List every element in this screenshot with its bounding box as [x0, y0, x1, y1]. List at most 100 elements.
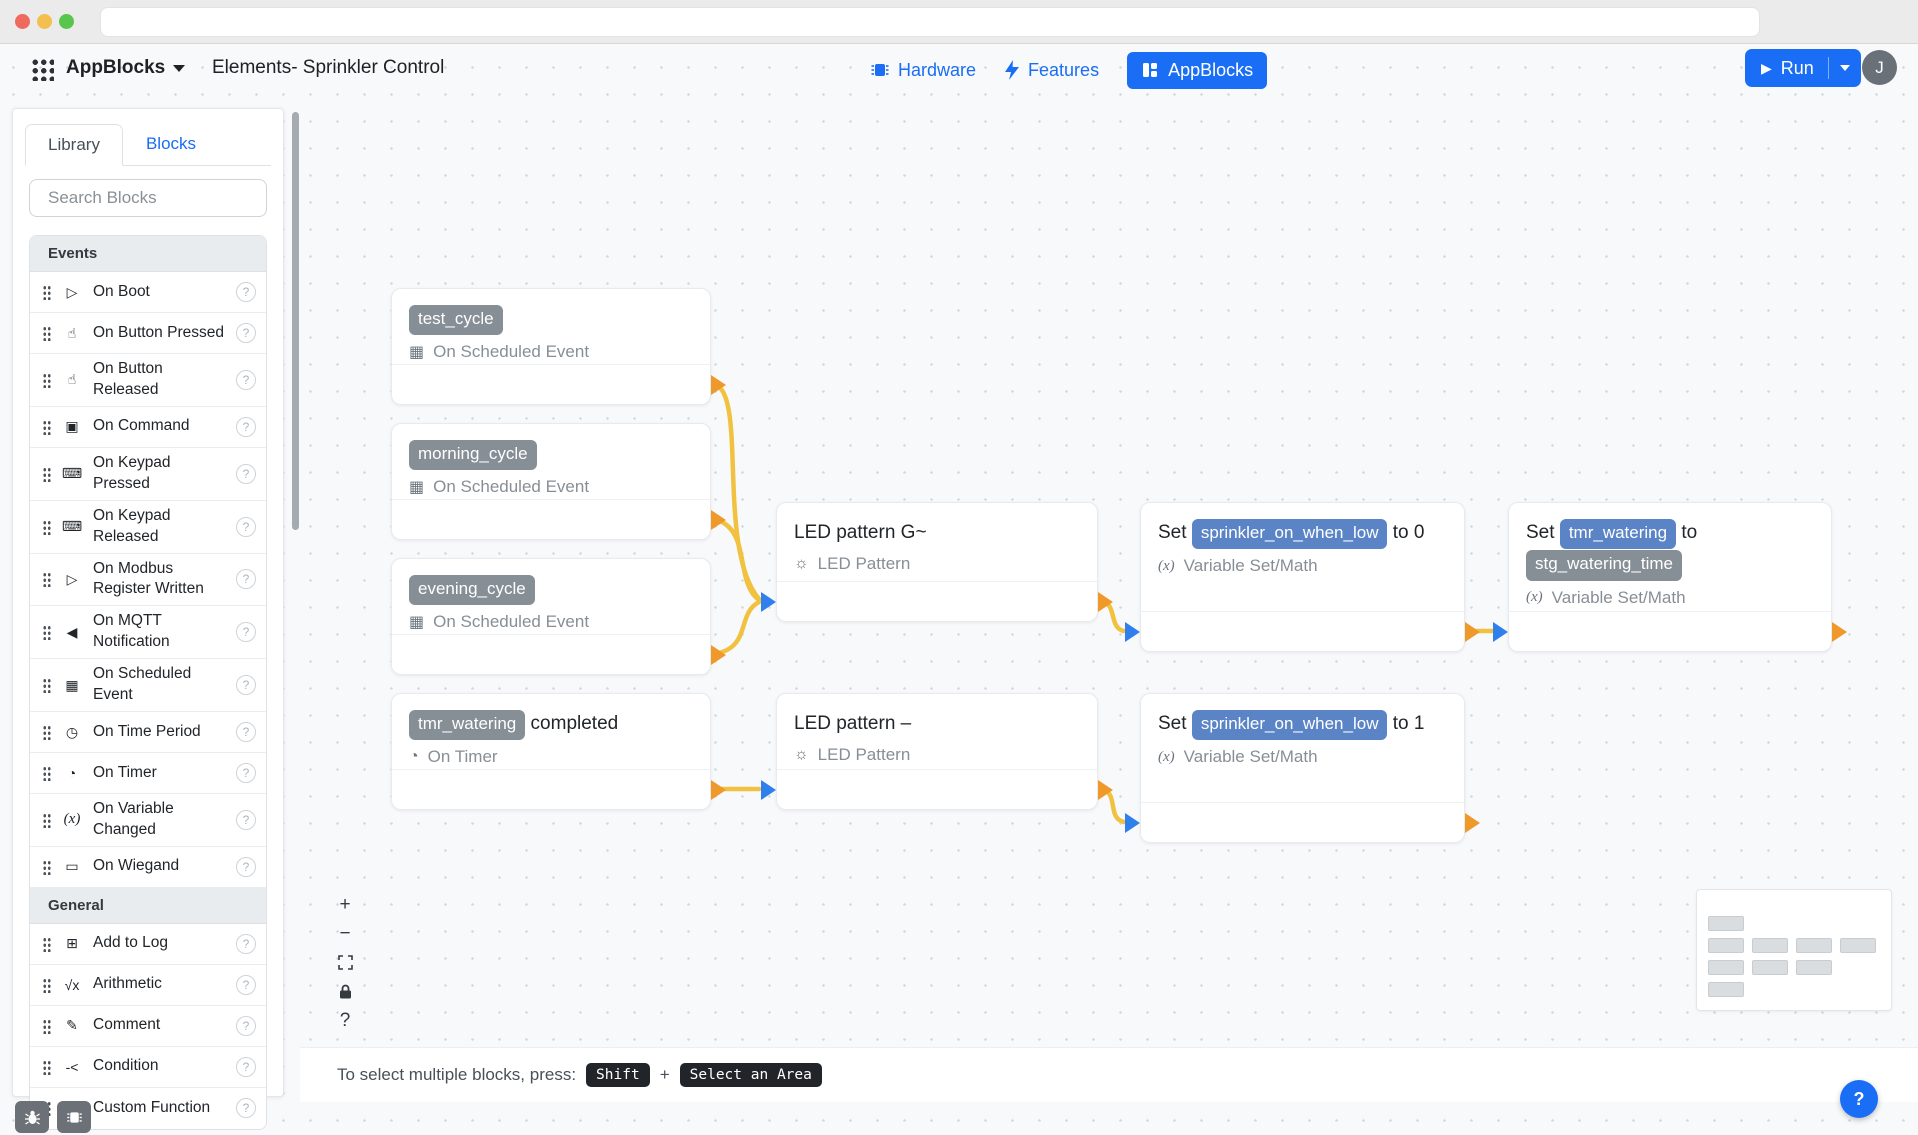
- block-set-tmr-watering[interactable]: Set tmr_watering to stg_watering_time (x…: [1493, 502, 1847, 652]
- run-options-dropdown[interactable]: [1829, 65, 1861, 71]
- sidebar-item-add-to-log[interactable]: ⊞ Add to Log ?: [30, 923, 266, 965]
- tab-features[interactable]: Features: [1004, 60, 1099, 81]
- help-icon[interactable]: ?: [236, 1015, 256, 1036]
- sidebar-item-on-mqtt-notification[interactable]: ◀ On MQTT Notification ?: [30, 606, 266, 660]
- help-icon[interactable]: ?: [236, 463, 256, 484]
- help-icon[interactable]: ?: [236, 323, 256, 343]
- output-port[interactable]: [1098, 779, 1113, 800]
- minimize-window-button[interactable]: [37, 14, 52, 29]
- drag-handle-icon[interactable]: [42, 518, 51, 535]
- output-port[interactable]: [1465, 621, 1480, 642]
- appblocks-menu[interactable]: AppBlocks: [66, 57, 186, 79]
- address-bar[interactable]: [100, 7, 1760, 37]
- help-icon[interactable]: ?: [236, 569, 256, 590]
- drag-handle-icon[interactable]: [42, 976, 51, 993]
- help-icon[interactable]: ?: [236, 1056, 256, 1077]
- sidebar-item-on-timer[interactable]: ◔ On Timer ?: [30, 753, 266, 795]
- output-port[interactable]: [1832, 621, 1847, 642]
- help-icon[interactable]: ?: [236, 416, 256, 437]
- sidebar-item-on-variable-changed[interactable]: (x) On Variable Changed ?: [30, 794, 266, 847]
- sidebar-item-on-command[interactable]: ▣ On Command ?: [30, 406, 266, 448]
- block-test-cycle[interactable]: test_cycle ▦ On Scheduled Event: [391, 288, 726, 405]
- sidebar-scrollbar[interactable]: [292, 112, 299, 530]
- input-port[interactable]: [1493, 621, 1508, 642]
- drag-handle-icon[interactable]: [42, 571, 51, 588]
- avatar[interactable]: J: [1862, 50, 1897, 85]
- block-led-pattern-g[interactable]: LED pattern G~ ☼ LED Pattern: [761, 502, 1113, 622]
- drag-handle-icon[interactable]: [42, 624, 51, 641]
- tab-blocks[interactable]: Blocks: [145, 134, 197, 153]
- help-fab-button[interactable]: ?: [1840, 1080, 1878, 1118]
- help-icon[interactable]: ?: [236, 622, 256, 643]
- apps-grid-menu-icon[interactable]: [30, 57, 54, 81]
- input-port[interactable]: [761, 779, 776, 800]
- drag-handle-icon[interactable]: [42, 677, 51, 694]
- help-icon[interactable]: ?: [236, 763, 256, 784]
- sidebar-item-comment[interactable]: ✎ Comment ?: [30, 1005, 266, 1047]
- fit-view-button[interactable]: [337, 951, 353, 973]
- output-port[interactable]: [711, 779, 726, 800]
- sidebar-item-on-time-period[interactable]: ◷ On Time Period ?: [30, 712, 266, 754]
- block-set-sprinkler-low-0[interactable]: Set sprinkler_on_when_low to 0 (x) Varia…: [1125, 502, 1480, 652]
- lock-button[interactable]: [339, 980, 352, 1002]
- drag-handle-icon[interactable]: [42, 724, 51, 741]
- run-button[interactable]: ▶ Run: [1745, 49, 1861, 87]
- drag-handle-icon[interactable]: [42, 325, 51, 341]
- help-icon[interactable]: ?: [236, 856, 256, 877]
- minimap[interactable]: [1696, 889, 1892, 1011]
- output-port[interactable]: [1465, 812, 1480, 833]
- canvas-help-button[interactable]: ?: [339, 1009, 351, 1031]
- output-port[interactable]: [711, 644, 726, 665]
- help-icon[interactable]: ?: [236, 1098, 256, 1119]
- help-icon[interactable]: ?: [236, 722, 256, 743]
- drag-handle-icon[interactable]: [42, 371, 51, 388]
- output-port[interactable]: [711, 509, 726, 530]
- sidebar-item-condition[interactable]: -< Condition ?: [30, 1046, 266, 1088]
- tab-appblocks-active[interactable]: AppBlocks: [1127, 51, 1268, 89]
- close-window-button[interactable]: [15, 14, 30, 29]
- debug-button[interactable]: [15, 1101, 49, 1133]
- drag-handle-icon[interactable]: [42, 858, 51, 875]
- sidebar-item-on-keypad-released[interactable]: ⌨ On Keypad Released ?: [30, 500, 266, 554]
- drag-handle-icon[interactable]: [42, 811, 51, 828]
- zoom-in-button[interactable]: +: [339, 893, 351, 915]
- drag-handle-icon[interactable]: [42, 1058, 51, 1075]
- sidebar-item-on-button-released[interactable]: ☝ On Button Released ?: [30, 354, 266, 407]
- block-tmr-watering-completed[interactable]: tmr_watering completed ◔ On Timer: [391, 693, 726, 810]
- tab-hardware[interactable]: Hardware: [870, 60, 976, 81]
- help-icon[interactable]: ?: [236, 809, 256, 830]
- sidebar-item-on-button-pressed[interactable]: ☝ On Button Pressed ?: [30, 313, 266, 354]
- drag-handle-icon[interactable]: [42, 418, 51, 435]
- block-led-pattern-dash[interactable]: LED pattern – ☼ LED Pattern: [761, 693, 1113, 810]
- drag-handle-icon[interactable]: [42, 935, 51, 952]
- help-icon[interactable]: ?: [236, 369, 256, 390]
- drag-handle-icon[interactable]: [42, 284, 51, 300]
- help-icon[interactable]: ?: [236, 974, 256, 995]
- block-set-sprinkler-low-1[interactable]: Set sprinkler_on_when_low to 1 (x) Varia…: [1125, 693, 1480, 843]
- input-port[interactable]: [1125, 621, 1140, 642]
- output-port[interactable]: [711, 374, 726, 395]
- wire[interactable]: [711, 381, 762, 602]
- output-port[interactable]: [1098, 591, 1113, 612]
- sidebar-item-on-boot[interactable]: ▷ On Boot ?: [30, 272, 266, 313]
- drag-handle-icon[interactable]: [42, 1017, 51, 1034]
- zoom-out-button[interactable]: −: [339, 922, 351, 944]
- help-icon[interactable]: ?: [236, 933, 256, 954]
- sidebar-item-on-scheduled-event[interactable]: ▦ On Scheduled Event ?: [30, 659, 266, 713]
- wire[interactable]: [711, 516, 762, 603]
- sidebar-item-arithmetic[interactable]: √x Arithmetic ?: [30, 964, 266, 1006]
- block-morning-cycle[interactable]: morning_cycle ▦ On Scheduled Event: [391, 423, 726, 540]
- help-icon[interactable]: ?: [236, 675, 256, 696]
- sidebar-item-on-keypad-pressed[interactable]: ⌨ On Keypad Pressed ?: [30, 447, 266, 501]
- sidebar-item-on-modbus-register-written[interactable]: ▷ On Modbus Register Written ?: [30, 553, 266, 607]
- block-evening-cycle[interactable]: evening_cycle ▦ On Scheduled Event: [391, 558, 726, 675]
- search-input[interactable]: [48, 188, 269, 208]
- tab-library[interactable]: Library: [25, 124, 123, 166]
- help-icon[interactable]: ?: [236, 516, 256, 537]
- device-button[interactable]: [57, 1101, 91, 1133]
- sidebar-item-on-wiegand[interactable]: ▭ On Wiegand ?: [30, 846, 266, 888]
- drag-handle-icon[interactable]: [42, 765, 51, 782]
- help-icon[interactable]: ?: [236, 282, 256, 302]
- zoom-window-button[interactable]: [59, 14, 74, 29]
- drag-handle-icon[interactable]: [42, 465, 51, 482]
